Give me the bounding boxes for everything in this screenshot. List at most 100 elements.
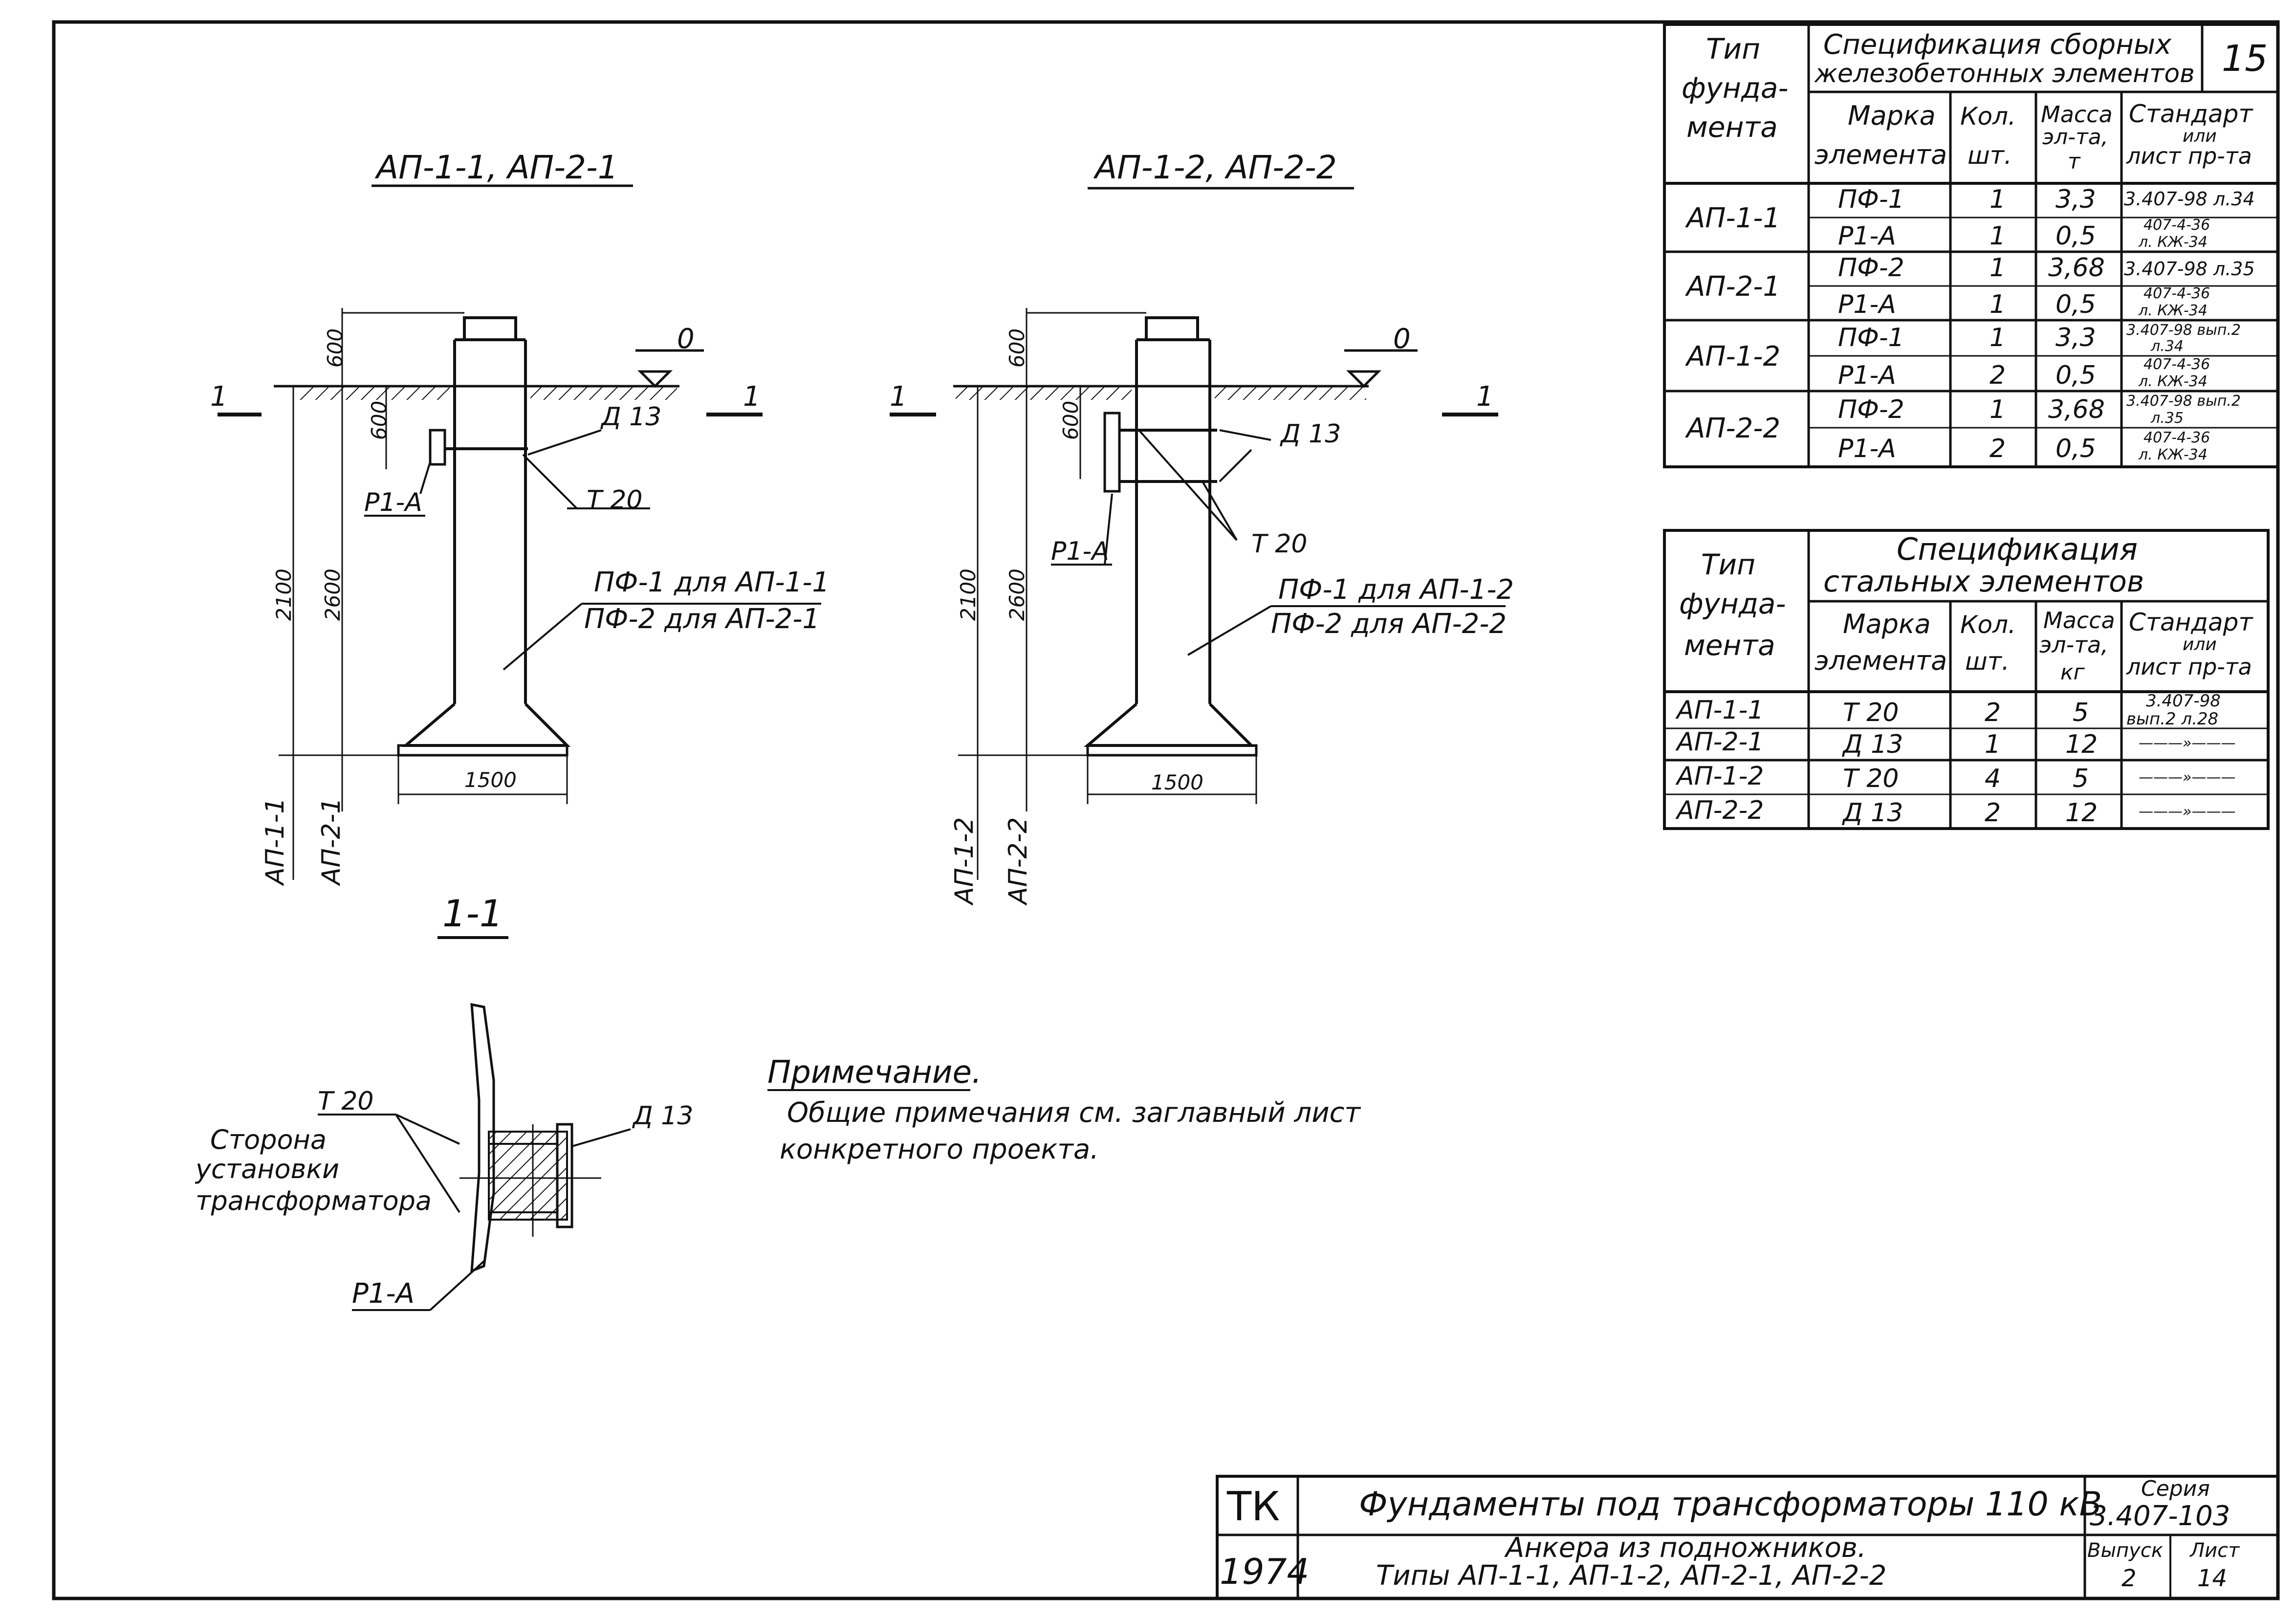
t1-r5-mark: ПФ-1 <box>1838 323 1904 352</box>
sheet-frame <box>52 20 2280 1600</box>
dim-600-lower-right: 600 <box>1059 401 1083 440</box>
t1-r5-qty: 1 <box>1990 323 2006 352</box>
side-text-1: Сторона <box>210 1124 327 1155</box>
pf-left-line2: ПФ-2 для АП-2-1 <box>584 603 820 635</box>
series-value: 3.407-103 <box>2090 1500 2230 1532</box>
t20-label-left: Т 20 <box>587 485 642 515</box>
title-block: ТК 1974 Фундаменты под трансформаторы 11… <box>1216 1475 2279 1600</box>
pf-left-line1: ПФ-1 для АП-1-1 <box>594 567 830 598</box>
t1-r2-mass: 0,5 <box>2055 221 2096 251</box>
t1-h-type-2: фунда- <box>1682 71 1788 105</box>
t1-h-type-1: Тип <box>1706 32 1760 66</box>
t2-r1-mass: 5 <box>2073 698 2089 727</box>
t1-r3-qty: 1 <box>1990 253 2006 283</box>
t1-group-3: АП-1-2 <box>1685 341 1780 372</box>
dim-2100: 2100 <box>272 569 296 621</box>
t1-r4-std1: 407-4-36 <box>2143 285 2210 302</box>
dim-1500-right: 1500 <box>1151 770 1203 794</box>
table-steel-spec: Тип фунда- мента Спецификация стальных э… <box>1663 529 2270 830</box>
t1-row: ПФ-2 1 3,68 3.407-98 вып.2 л.35 <box>1838 393 2241 427</box>
t1-row: Р1-А 2 0,5 407-4-36 л. КЖ-34 <box>1838 429 2210 463</box>
cut-mark-left-2: 1 <box>890 381 907 413</box>
t1-r6-std2: л. КЖ-34 <box>2138 373 2208 390</box>
d13-label-right: Д 13 <box>1280 419 1341 449</box>
sheet-subtitle-1: Анкера из подножников. <box>1504 1532 1866 1564</box>
t2-r3-qty: 4 <box>1985 764 2001 793</box>
t2-r1-qty: 2 <box>1985 698 2001 727</box>
t1-h-mark-2: элемента <box>1815 139 1947 170</box>
t1-r5-std1: 3.407-98 вып.2 <box>2126 322 2241 339</box>
t2-r4-mass: 12 <box>2065 798 2098 828</box>
t1-h-spec-2: железобетонных элементов <box>1814 59 2195 88</box>
dim-600-top-right: 600 <box>1005 328 1029 368</box>
t2-h-mark-2: элемента <box>1815 645 1947 676</box>
t2-r2-std1: ———»——— <box>2139 735 2236 752</box>
section-1-1: 1-1 Т 20 Д 13 Сторона установки трансфор… <box>195 892 693 1311</box>
t1-r8-mass: 0,5 <box>2055 434 2096 463</box>
t1-r1-std1: 3.407-98 л.34 <box>2124 188 2255 210</box>
t1-r3-mass: 3,68 <box>2048 253 2105 283</box>
t2-r2-type: АП-2-1 <box>1675 727 1764 757</box>
t1-r1-mass: 3,3 <box>2055 185 2096 214</box>
pf-right-line1: ПФ-1 для АП-1-2 <box>1278 574 1514 606</box>
cut-mark-left: 1 <box>210 381 228 413</box>
t1-r6-mark: Р1-А <box>1838 361 1896 390</box>
t1-h-std-3: лист пр-та <box>2126 143 2252 169</box>
t2-r1-type: АП-1-1 <box>1675 696 1764 725</box>
table-precast-spec: Тип фунда- мента Спецификация сборных же… <box>1663 23 2279 468</box>
right-view-title: АП-1-2, АП-2-2 <box>1093 149 1337 186</box>
dim-2100-right: 2100 <box>956 569 980 621</box>
t20-label-section: Т 20 <box>318 1087 373 1116</box>
t1-r7-std2: л.35 <box>2150 410 2184 427</box>
note-title: Примечание. <box>767 1054 982 1091</box>
t1-group-4: АП-2-2 <box>1685 413 1780 444</box>
dim-1500: 1500 <box>464 768 517 792</box>
cut-mark-right-2: 1 <box>1476 381 1494 413</box>
sheet-subtitle-2: Типы АП-1-1, АП-1-2, АП-2-1, АП-2-2 <box>1376 1560 1886 1592</box>
t2-r2-mass: 12 <box>2065 730 2098 759</box>
t1-h-spec-1: Спецификация сборных <box>1823 29 2172 61</box>
side-text-2: установки <box>195 1154 339 1184</box>
level-zero-label: 0 <box>677 323 695 355</box>
left-view-title: АП-1-1, АП-2-1 <box>374 149 618 186</box>
t1-r4-qty: 1 <box>1990 290 2006 319</box>
t1-r7-mass: 3,68 <box>2048 395 2105 424</box>
year: 1974 <box>1220 1551 1309 1592</box>
t1-r3-mark: ПФ-2 <box>1838 253 1904 283</box>
t1-h-std-2: или <box>2183 126 2217 146</box>
t1-r6-std1: 407-4-36 <box>2143 356 2210 373</box>
t2-row: АП-2-2 Д 13 2 12 ———»——— <box>1675 796 2236 828</box>
t2-h-mass-3: кг <box>2060 660 2085 685</box>
series-label: Серия <box>2141 1476 2210 1501</box>
t1-r7-std1: 3.407-98 вып.2 <box>2126 393 2241 410</box>
t1-r5-std2: л.34 <box>2150 338 2184 355</box>
t1-h-mass-1: Масса <box>2041 101 2113 128</box>
note-line2: конкретного проекта. <box>780 1134 1099 1165</box>
t2-r3-type: АП-1-2 <box>1675 762 1764 791</box>
t2-h-qty-2: шт. <box>1965 647 2010 676</box>
issue-label: Выпуск <box>2087 1539 2163 1562</box>
t1-row: Р1-А 1 0,5 407-4-36 л. КЖ-34 <box>1838 217 2210 251</box>
t2-h-mass-2: эл-та, <box>2039 632 2108 658</box>
t1-row: ПФ-1 1 3,3 3.407-98 вып.2 л.34 <box>1838 322 2241 355</box>
t2-r4-std1: ———»——— <box>2139 803 2236 820</box>
t2-r1-mark: Т 20 <box>1843 698 1899 727</box>
t1-h-mass-3: т <box>2068 149 2081 174</box>
p1a-label-right: Р1-А <box>1051 537 1109 566</box>
dim-600-top: 600 <box>323 328 347 368</box>
t2-h-std-3: лист пр-та <box>2126 654 2252 680</box>
t20-label-right: Т 20 <box>1251 529 1307 559</box>
left-elevation: АП-1-1, АП-2-1 0 1 1 600 600 2100 2600 <box>210 149 830 886</box>
t2-h-type-1: Тип <box>1701 548 1755 581</box>
t1-r8-mark: Р1-А <box>1838 434 1896 463</box>
t1-r4-mark: Р1-А <box>1838 290 1896 319</box>
t1-r3-std1: 3.407-98 л.35 <box>2124 258 2255 280</box>
t1-r5-mass: 3,3 <box>2055 323 2096 352</box>
side-text-3: трансформатора <box>196 1185 432 1216</box>
t1-row: ПФ-1 1 3,3 3.407-98 л.34 <box>1838 185 2255 214</box>
ap12-vertical: АП-1-2 <box>950 817 979 906</box>
right-elevation: АП-1-2, АП-2-2 0 1 1 600 600 2100 2600 1… <box>890 149 1514 906</box>
t2-r4-type: АП-2-2 <box>1675 796 1764 825</box>
t1-r8-std1: 407-4-36 <box>2143 429 2210 446</box>
